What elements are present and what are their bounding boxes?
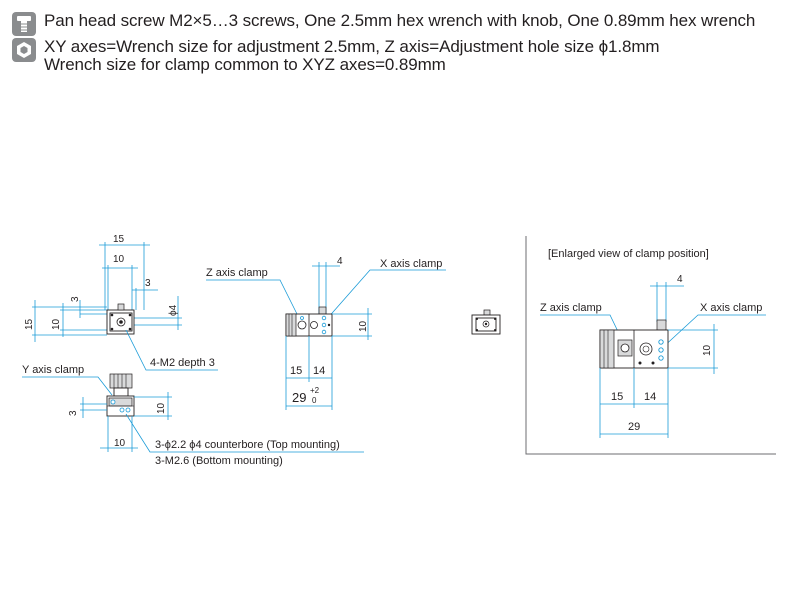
dim-3-left: 3	[70, 296, 81, 302]
dim-14-middle: 14	[313, 365, 325, 377]
enlarged-dim-14: 14	[644, 391, 656, 403]
enlarged-dim-15: 15	[611, 391, 623, 403]
enlarged-dim-29: 29	[628, 421, 640, 433]
tolerance-plus: +2	[310, 386, 320, 395]
dim-15-middle: 15	[290, 365, 302, 377]
small-part-view	[471, 309, 501, 335]
dim-10-middle: 10	[358, 320, 369, 332]
accessories-note: Pan head screw M2×5…3 screws, One 2.5mm …	[12, 12, 755, 36]
dim-10-lower-right: 10	[156, 402, 167, 414]
tolerance-zero: 0	[312, 396, 317, 405]
dim-4-middle: 4	[337, 256, 343, 267]
dim-3-right: 3	[145, 278, 151, 289]
hexagon-icon	[12, 38, 36, 62]
screw-icon	[12, 12, 36, 36]
wrench-text-line1: XY axes=Wrench size for adjustment 2.5mm…	[44, 37, 660, 56]
dim-10-left: 10	[51, 318, 62, 330]
label-y-axis-clamp: Y axis clamp	[22, 364, 84, 376]
enlarged-dim-4: 4	[677, 274, 683, 285]
enlarged-dim-10: 10	[702, 344, 713, 356]
dim-phi4: ϕ4	[168, 304, 179, 316]
wrench-text: XY axes=Wrench size for adjustment 2.5mm…	[44, 37, 660, 74]
label-bottom-mounting: 3-M2.6 (Bottom mounting)	[155, 455, 283, 467]
dim-10-bottom: 10	[114, 438, 126, 449]
dim-15-left: 15	[24, 318, 35, 330]
dim-10-top: 10	[113, 254, 125, 265]
dim-3-lower: 3	[68, 410, 79, 416]
label-4-m2-depth: 4-M2 depth 3	[150, 357, 215, 369]
enlarged-label-x-axis-clamp: X axis clamp	[700, 302, 762, 314]
enlarged-view-title: [Enlarged view of clamp position]	[548, 248, 709, 260]
accessories-text: Pan head screw M2×5…3 screws, One 2.5mm …	[44, 11, 756, 30]
label-z-axis-clamp: Z axis clamp	[206, 267, 268, 279]
middle-view: Z axis clamp X axis clamp 4 10 15	[206, 256, 446, 410]
label-counterbore: 3-ϕ2.2 ϕ4 counterbore (Top mounting)	[155, 439, 340, 451]
left-side-view: Y axis clamp 3 10 10 3-ϕ2.2 ϕ4 co	[22, 364, 364, 467]
wrench-note: XY axes=Wrench size for adjustment 2.5mm…	[12, 37, 660, 74]
wrench-text-line2: Wrench size for clamp common to XYZ axes…	[44, 55, 446, 74]
dim-29-middle: 29	[292, 390, 306, 405]
dim-15-top: 15	[113, 234, 125, 245]
enlarged-view-panel: [Enlarged view of clamp position] Z axis…	[525, 236, 776, 455]
label-x-axis-clamp: X axis clamp	[380, 258, 442, 270]
left-top-view: 15 10 3 15 10 3 ϕ4	[24, 234, 218, 371]
enlarged-label-z-axis-clamp: Z axis clamp	[540, 302, 602, 314]
